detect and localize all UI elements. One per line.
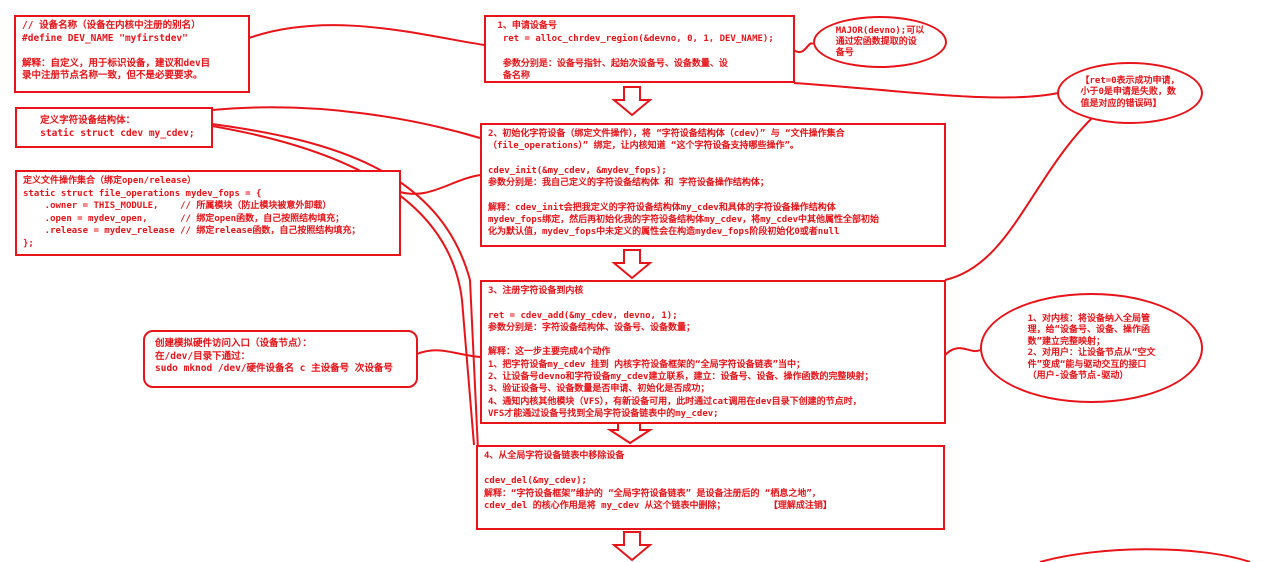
- ret-note-text: 【ret=0表示成功申请， 小于0是申请是失败，数 值是对应的错误码】: [1080, 75, 1180, 109]
- flow-arrow-2: [611, 249, 653, 280]
- fops-box: 定义文件操作集合（绑定open/release） static struct f…: [15, 170, 401, 256]
- ret-note: 【ret=0表示成功申请， 小于0是申请是失败，数 值是对应的错误码】: [1057, 62, 1203, 124]
- flow-arrow-3: [606, 422, 654, 445]
- step3-box: 3、注册字符设备到内核 ret = cdev_add(&my_cdev, dev…: [480, 280, 946, 424]
- define-box: // 设备名称（设备在内核中注册的别名） #define DEV_NAME "m…: [14, 15, 250, 93]
- connector-step1-to-major: [793, 42, 814, 53]
- connector-fops-to-step2: [399, 174, 481, 195]
- mknod-box: 创建模拟硬件访问入口（设备节点）： 在/dev/目录下通过： sudo mkno…: [143, 330, 418, 388]
- connector-struct-to-step2: [211, 106, 481, 139]
- major-note-text: MAJOR(devno);可以 通过宏函数提取的设 备号: [835, 25, 925, 58]
- connector-define-to-step1: [248, 24, 485, 46]
- struct-box: 定义字符设备结构体： static struct cdev my_cdev;: [15, 107, 213, 148]
- major-note: MAJOR(devno);可以 通过宏函数提取的设 备号: [813, 16, 947, 68]
- connector-ret-to-step3: [944, 117, 1093, 281]
- step2-box: 2、初始化字符设备（绑定文件操作），将 “字符设备结构体（cdev）” 与 “文…: [480, 123, 946, 247]
- register-note-text: 1、对内核：将设备纳入全局管 理，给“设备号、设备、操作函 数”建立完整映射； …: [1027, 313, 1156, 382]
- connector-mknod-to-step3: [416, 349, 481, 358]
- step1-box: 1、申请设备号 ret = alloc_chrdev_region(&devno…: [484, 15, 795, 83]
- flow-arrow-1: [611, 86, 653, 117]
- partial-ellipse-bottom: [1039, 548, 1251, 562]
- connector-step3-to-note: [944, 347, 981, 356]
- flow-arrow-4: [611, 531, 653, 562]
- step4-box: 4、从全局字符设备链表中移除设备 cdev_del(&my_cdev); 解释：…: [476, 445, 945, 530]
- register-note: 1、对内核：将设备纳入全局管 理，给“设备号、设备、操作函 数”建立完整映射； …: [980, 293, 1203, 403]
- connector-step1-to-ret: [793, 82, 1059, 99]
